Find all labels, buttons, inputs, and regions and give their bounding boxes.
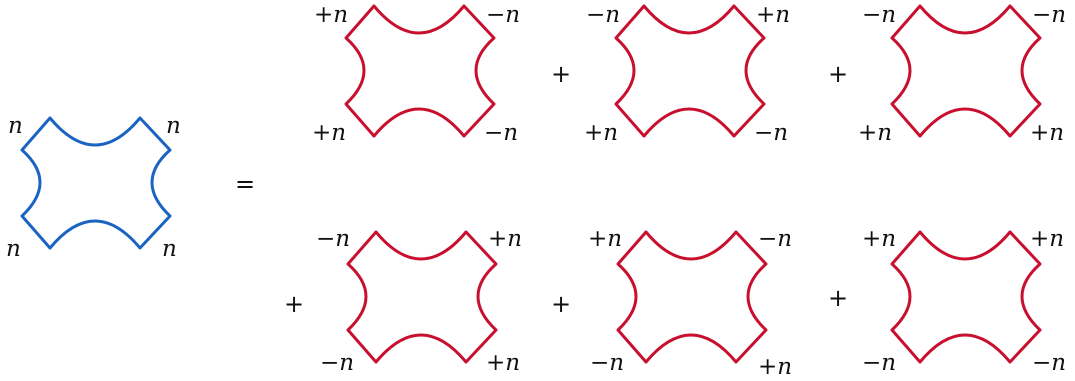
term-5-vertex-shape <box>616 230 768 364</box>
term-3-label-tl: −n <box>862 2 896 28</box>
lhs-vertex-shape <box>20 116 172 250</box>
term-1-vertex-shape <box>344 4 496 138</box>
term-4-label-bl: −n <box>320 350 354 376</box>
term-3-vertex-shape <box>890 4 1042 138</box>
term-2-vertex-shape <box>614 4 766 138</box>
term-4-label-br: +n <box>486 350 520 376</box>
term-5-label-br: +n <box>758 354 792 380</box>
term-4-vertex-shape <box>346 230 498 364</box>
term-6: +n +n −n −n <box>862 226 1066 376</box>
term-5: +n −n −n +n <box>588 226 792 380</box>
plus-sign-4: + <box>551 290 571 318</box>
term-6-vertex-shape <box>890 230 1042 364</box>
term-6-label-br: −n <box>1032 350 1066 376</box>
lhs-vertex: n n n n <box>6 113 181 262</box>
term-2-label-br: −n <box>754 120 788 146</box>
lhs-label-tl: n <box>8 113 23 139</box>
term-2-label-tr: +n <box>756 2 790 28</box>
term-3: −n −n +n +n <box>858 2 1066 146</box>
term-6-label-tr: +n <box>1030 226 1064 252</box>
term-4-label-tl: −n <box>316 226 350 252</box>
term-1: +n −n +n −n <box>312 2 520 146</box>
lhs-label-tr: n <box>166 113 181 139</box>
term-6-label-tl: +n <box>862 226 896 252</box>
plus-sign-5: + <box>828 284 848 312</box>
term-1-label-bl: +n <box>312 120 346 146</box>
lhs-label-br: n <box>162 236 177 262</box>
term-3-label-br: +n <box>1030 120 1064 146</box>
term-5-label-tl: +n <box>588 226 622 252</box>
lhs-label-bl: n <box>6 236 21 262</box>
term-6-label-bl: −n <box>862 350 896 376</box>
term-5-label-bl: −n <box>590 350 624 376</box>
term-3-label-bl: +n <box>858 120 892 146</box>
term-2-label-bl: +n <box>584 120 618 146</box>
term-1-label-tr: −n <box>486 2 520 28</box>
term-2-label-tl: −n <box>586 2 620 28</box>
plus-sign-3: + <box>284 290 304 318</box>
term-2: −n +n +n −n <box>584 2 790 146</box>
plus-sign-2: + <box>828 60 848 88</box>
equals-sign: = <box>235 170 255 198</box>
plus-sign-1: + <box>551 60 571 88</box>
term-5-label-tr: −n <box>758 226 792 252</box>
term-1-label-br: −n <box>484 120 518 146</box>
term-1-label-tl: +n <box>314 2 348 28</box>
term-4: −n +n −n +n <box>316 226 522 376</box>
term-3-label-tr: −n <box>1032 2 1066 28</box>
term-4-label-tr: +n <box>488 226 522 252</box>
